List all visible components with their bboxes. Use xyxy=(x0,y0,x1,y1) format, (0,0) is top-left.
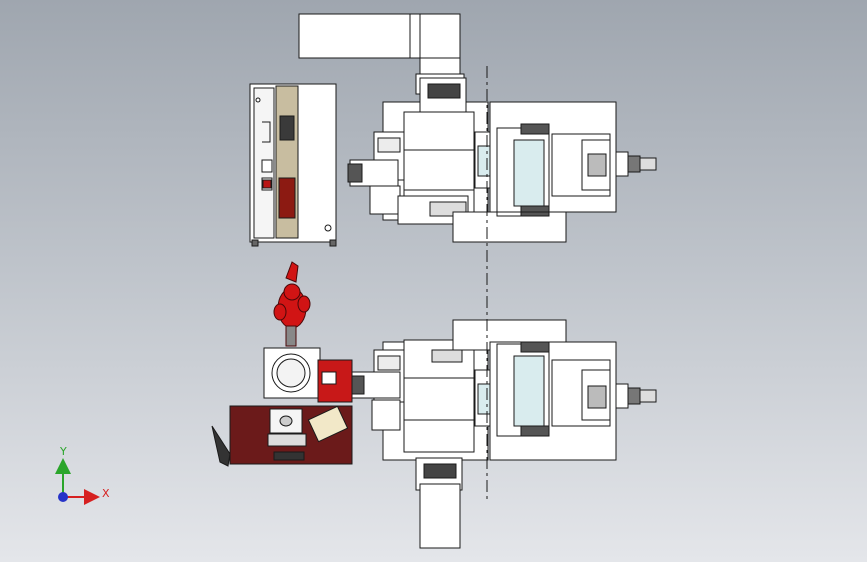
lower-right-module xyxy=(489,341,657,461)
cabinet-display xyxy=(278,177,296,219)
inspection-station xyxy=(263,347,353,403)
y-axis-label: Y xyxy=(59,445,67,458)
origin-icon xyxy=(58,492,68,502)
x-axis-label: X xyxy=(102,487,110,500)
laptop xyxy=(307,405,349,443)
control-cabinet xyxy=(249,83,337,247)
cabinet-valve-block xyxy=(279,115,295,141)
operator-figure xyxy=(273,261,311,347)
coordinate-triad: X Y xyxy=(55,445,110,505)
upper-right-module xyxy=(452,101,657,243)
desk-keyboard xyxy=(267,433,307,447)
operator-desk xyxy=(211,405,353,467)
upper-machine xyxy=(347,77,500,225)
bottom-feeder-conveyor xyxy=(419,483,461,549)
